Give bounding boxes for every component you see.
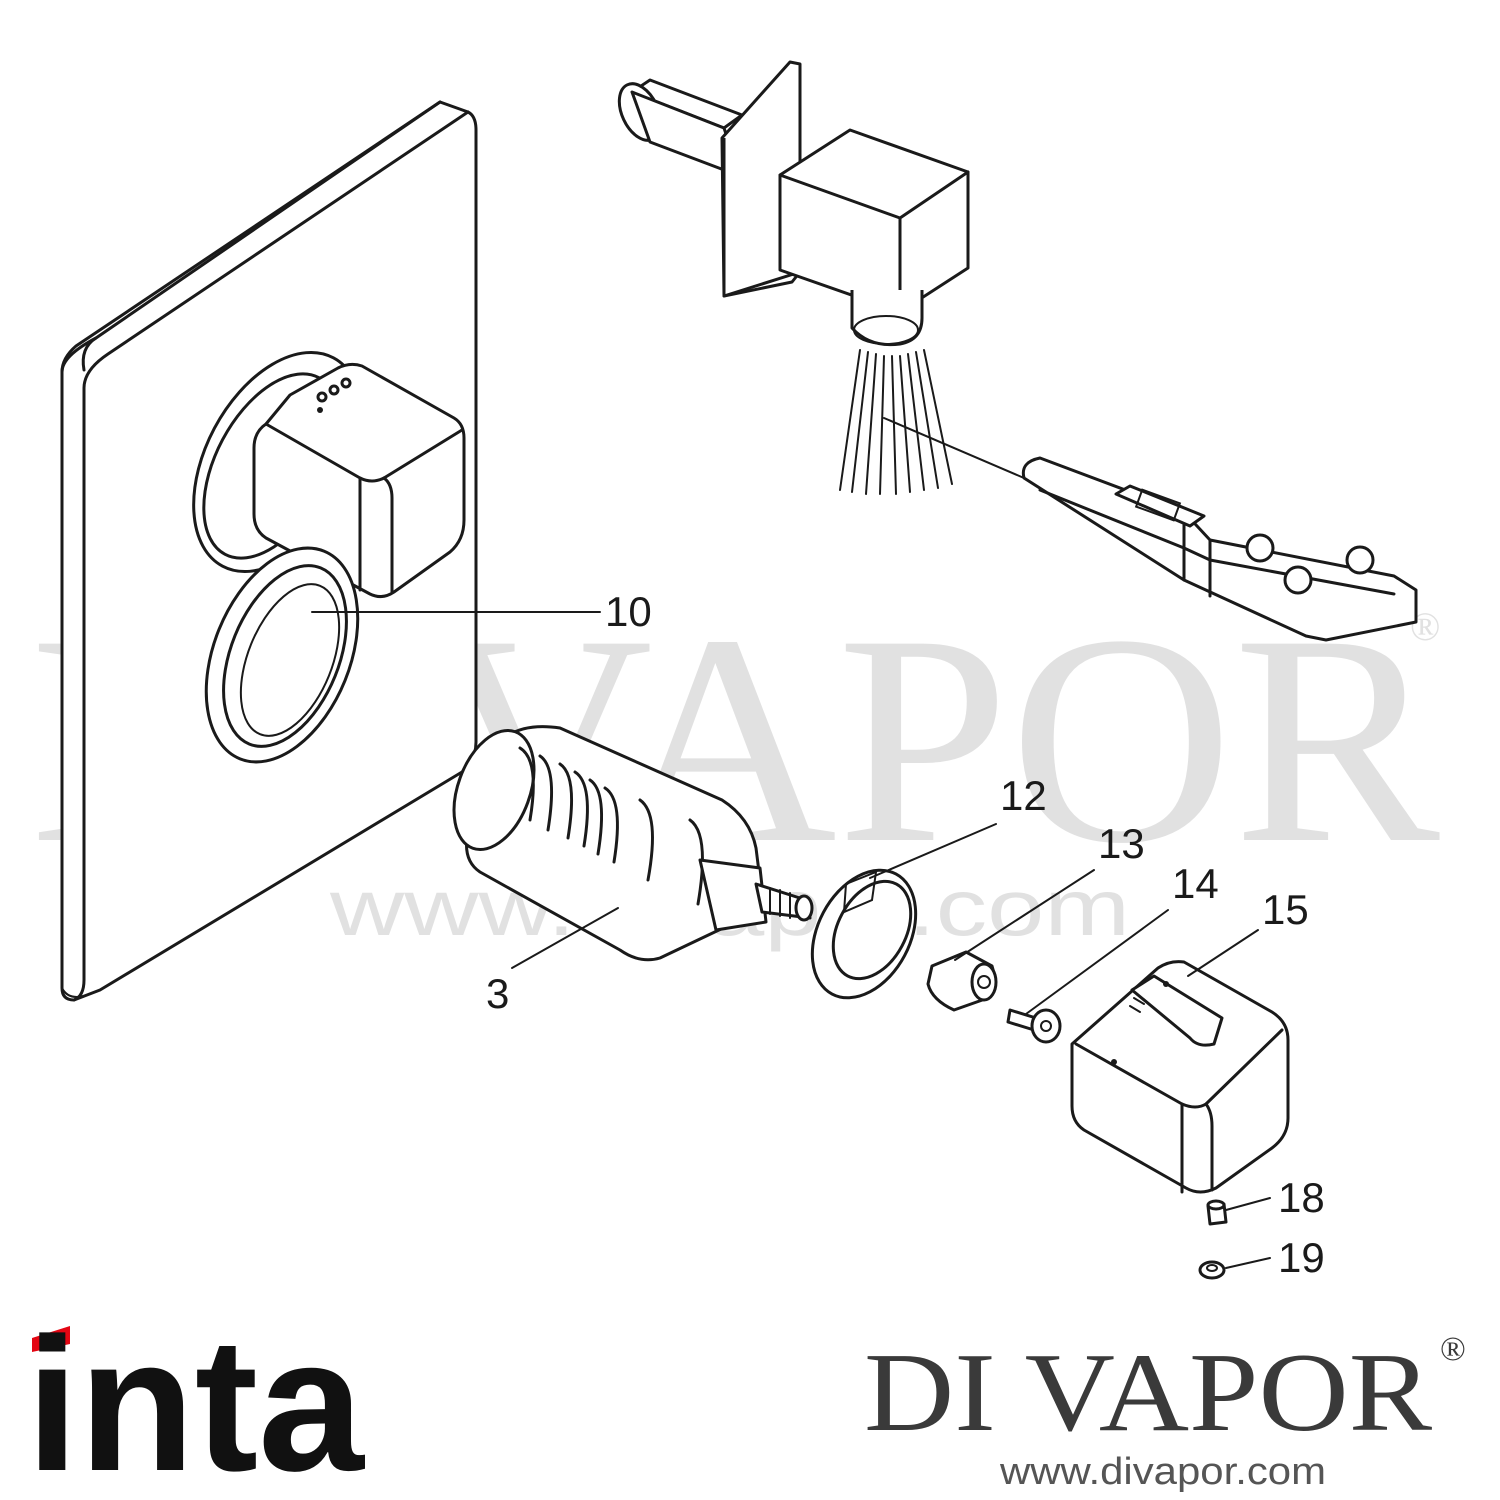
callout-labels: 10 12 13 14 15 3 18 19 [486, 588, 1325, 1281]
plug-part-18 [1206, 1199, 1228, 1226]
callout-15: 15 [1262, 886, 1309, 933]
leader-lines [311, 611, 1271, 1269]
inta-logo: inta [26, 1299, 365, 1500]
callout-19: 19 [1278, 1234, 1325, 1281]
callout-12: 12 [1000, 772, 1047, 819]
callout-13: 13 [1098, 820, 1145, 867]
divapor-logo: DI VAPOR ® www.divapor.com [864, 1331, 1466, 1493]
adapter-part-12 [810, 868, 918, 1000]
divapor-logo-text: DI VAPOR [864, 1331, 1432, 1455]
divapor-registered: ® [1440, 1331, 1466, 1368]
callout-10: 10 [605, 588, 652, 635]
bush-part-13 [926, 950, 998, 1012]
divapor-url: www.divapor.com [999, 1451, 1326, 1493]
callout-3: 3 [486, 970, 509, 1017]
callout-18: 18 [1278, 1174, 1325, 1221]
handle-part-15 [1070, 960, 1290, 1194]
cartridge-part-3 [452, 725, 814, 962]
cap-part-19 [1198, 1260, 1226, 1280]
inta-logo-text: inta [26, 1299, 365, 1500]
wall-outlet [617, 60, 970, 347]
water-spray [839, 349, 953, 495]
callout-14: 14 [1172, 860, 1219, 907]
ring-part-10 [204, 546, 360, 764]
inta-accent-mark [32, 1326, 70, 1352]
thermometer [883, 417, 1418, 642]
control-knob [252, 362, 466, 599]
screw-part-14 [1006, 1008, 1062, 1044]
